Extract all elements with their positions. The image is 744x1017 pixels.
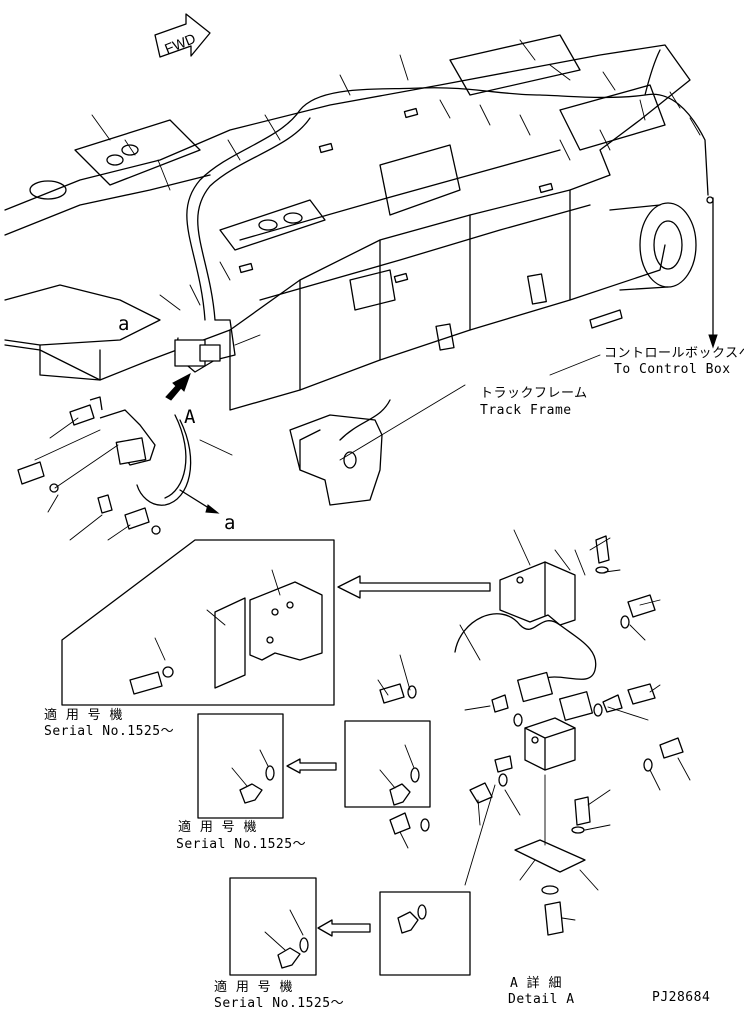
serial-note-3-en: Serial No.1525～ [214, 996, 345, 1011]
fwd-arrow-marker: FWD [154, 13, 211, 58]
drawing-number: PJ28684 [652, 990, 711, 1005]
pipe-mark-arrow [179, 489, 220, 514]
serial-note-2-en: Serial No.1525～ [176, 837, 307, 852]
detail-a-label-jp: A 詳 細 [510, 976, 562, 991]
pipe-mark-a-end: a [224, 512, 236, 534]
detail-a-assembly [379, 535, 684, 936]
track-frame [289, 399, 391, 506]
arrow-to-detail-box [337, 575, 491, 599]
serial-box-1 [197, 713, 284, 819]
wiring-harness [136, 49, 709, 506]
track-frame-label-jp: トラックフレーム [480, 386, 588, 401]
pipe-mark-a: a [118, 313, 130, 335]
track-frame-label-en: Track Frame [480, 403, 572, 418]
callout-leaders [34, 39, 701, 541]
detail-a-pointer [165, 319, 236, 401]
fitting-detail-box-2 [379, 891, 471, 976]
main-frame [4, 34, 697, 411]
serial-note-1-en: Serial No.1525～ [44, 724, 175, 739]
view-letter-a: A [184, 406, 196, 428]
upper-bracket-parts [17, 396, 161, 535]
serial-box-2-arrow [317, 919, 371, 937]
control-box-label-en: To Control Box [614, 362, 731, 377]
detail-a-leaders [377, 529, 691, 921]
serial-box-1-arrow [286, 758, 337, 774]
serial-note-3-jp: 適 用 号 機 [214, 980, 293, 995]
fitting-detail-box [344, 720, 431, 808]
control-box-label-jp: コントロールボックスへ [604, 346, 744, 361]
detail-a-label-en: Detail A [508, 992, 575, 1007]
control-box-arrow [706, 196, 718, 349]
bracket-detail-box [61, 539, 335, 706]
serial-note-2-jp: 適 用 号 機 [178, 820, 257, 835]
serial-box-2 [229, 877, 317, 976]
serial-note-1-jp: 適 用 号 機 [44, 708, 123, 723]
